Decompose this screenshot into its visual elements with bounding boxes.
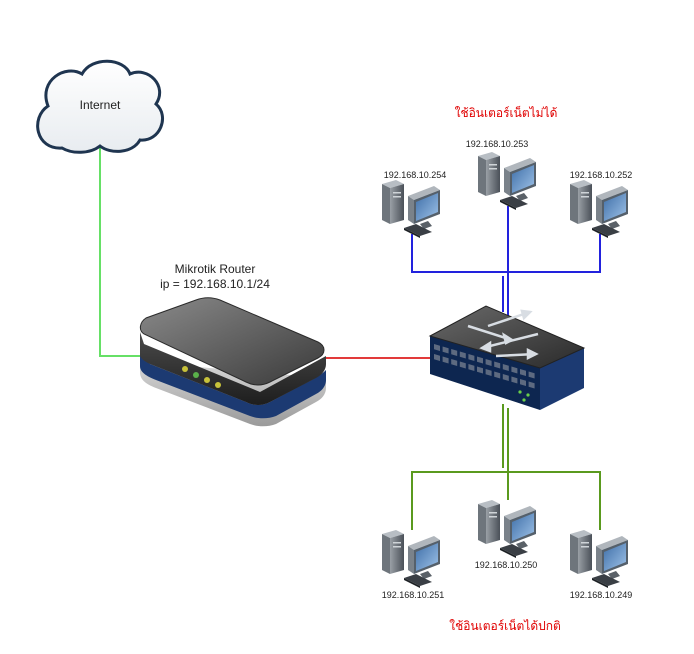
switch-port bbox=[494, 361, 501, 369]
switch-arrows-icon bbox=[467, 309, 539, 361]
switch-port bbox=[528, 381, 535, 389]
pc-ip-label: 192.168.10.252 bbox=[570, 170, 633, 180]
switch-port bbox=[502, 364, 509, 371]
switch-port bbox=[442, 356, 449, 364]
switch-port bbox=[485, 369, 492, 376]
pc-ip-label: 192.168.10.254 bbox=[384, 170, 447, 180]
switch-port bbox=[502, 374, 509, 381]
connections bbox=[99, 148, 601, 530]
pc-ip-label: 192.168.10.251 bbox=[382, 590, 445, 600]
router-name: Mikrotik Router bbox=[175, 262, 256, 276]
computer-icon bbox=[570, 530, 628, 588]
switch-port bbox=[468, 364, 475, 371]
switch-ports bbox=[434, 344, 535, 402]
switch-port bbox=[434, 344, 440, 351]
internet-link bbox=[99, 148, 140, 357]
allowed-links bbox=[411, 404, 601, 530]
switch-port bbox=[477, 366, 483, 374]
allowed-caption: ใช้อินเตอร์เน็ตได้ปกติ bbox=[449, 618, 561, 633]
switch-port bbox=[434, 354, 440, 361]
computer-icon bbox=[478, 500, 536, 558]
computer-icon bbox=[478, 152, 536, 210]
internet-label: Internet bbox=[80, 98, 121, 112]
router-led bbox=[193, 372, 199, 378]
pc-ip-label: 192.168.10.249 bbox=[570, 590, 633, 600]
switch-port bbox=[442, 346, 449, 354]
blocked-caption: ใช้อินเตอร์เน็ตไม่ได้ bbox=[455, 105, 558, 120]
switch-led bbox=[522, 398, 526, 402]
switch-port bbox=[477, 356, 483, 364]
switch-port bbox=[468, 354, 475, 361]
switch-port bbox=[520, 379, 526, 386]
router-led bbox=[182, 366, 188, 372]
switch-port bbox=[520, 369, 526, 376]
mikrotik-router: Mikrotik Router ip = 192.168.10.1/24 bbox=[139, 262, 326, 427]
pc-allowed-249: 192.168.10.249 bbox=[570, 530, 633, 600]
router-led bbox=[204, 377, 210, 383]
switch-port bbox=[511, 376, 518, 384]
blocked-links bbox=[411, 206, 601, 318]
computer-icon bbox=[382, 180, 440, 238]
switch-port bbox=[451, 349, 458, 356]
network-switch bbox=[428, 305, 586, 410]
pc-blocked-253: 192.168.10.253 bbox=[466, 139, 536, 210]
pc-blocked-252: 192.168.10.252 bbox=[570, 170, 633, 238]
pc-ip-label: 192.168.10.250 bbox=[475, 560, 538, 570]
computer-icon bbox=[382, 530, 440, 588]
switch-port bbox=[459, 361, 466, 369]
switch-led bbox=[526, 393, 530, 397]
switch-port bbox=[528, 371, 535, 379]
switch-port bbox=[494, 371, 501, 379]
pc-allowed-250: 192.168.10.250 bbox=[475, 500, 538, 570]
switch-port bbox=[485, 359, 492, 366]
switch-led bbox=[518, 390, 522, 394]
router-ip: ip = 192.168.10.1/24 bbox=[160, 277, 270, 291]
switch-port bbox=[511, 366, 518, 374]
pc-blocked-254: 192.168.10.254 bbox=[382, 170, 446, 238]
computer-icon bbox=[570, 180, 628, 238]
pc-allowed-251: 192.168.10.251 bbox=[382, 530, 445, 600]
switch-port bbox=[459, 351, 466, 359]
router-led bbox=[215, 382, 221, 388]
switch-port bbox=[451, 359, 458, 366]
pc-ip-label: 192.168.10.253 bbox=[466, 139, 529, 149]
internet-cloud: Internet bbox=[36, 59, 165, 154]
